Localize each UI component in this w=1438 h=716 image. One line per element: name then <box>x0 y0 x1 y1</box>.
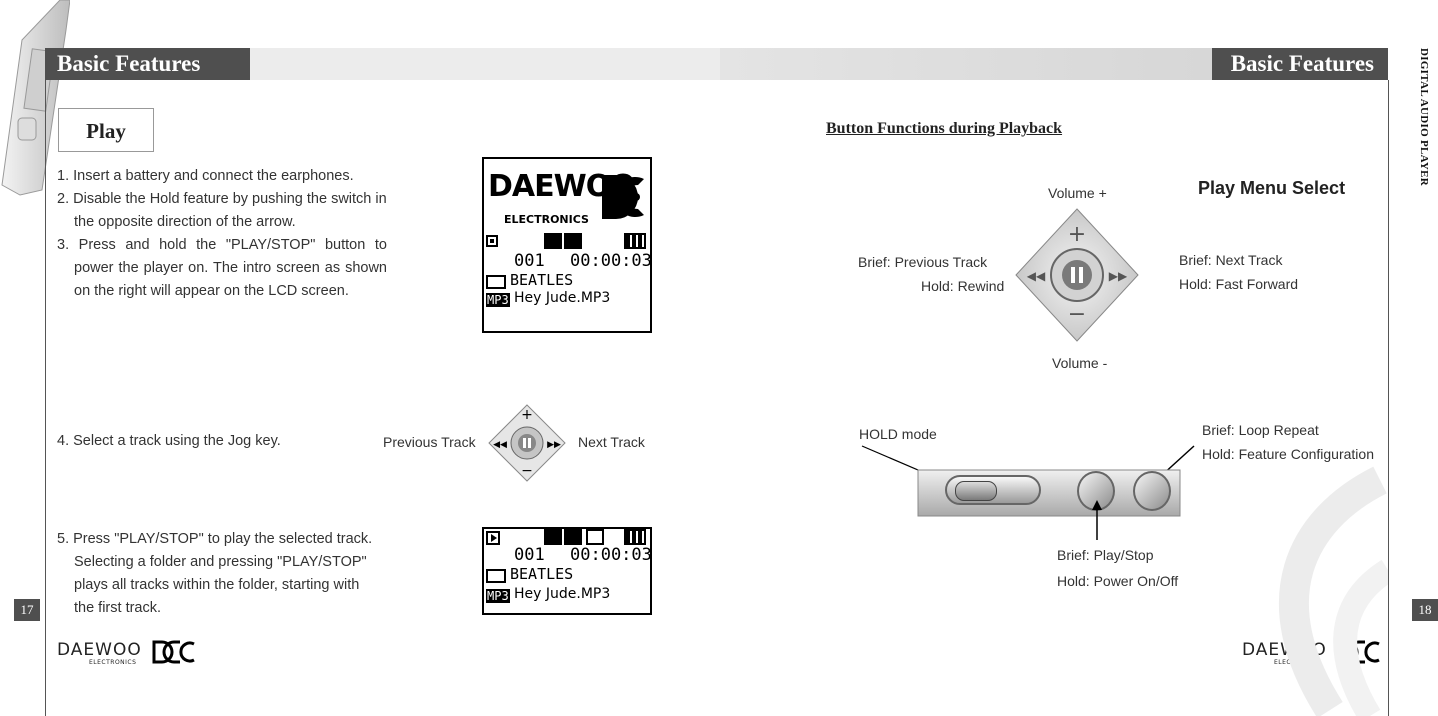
step-5: 5. Press "PLAY/STOP" to play the selecte… <box>57 528 377 620</box>
steps-list-a: 1. Insert a battery and connect the earp… <box>57 165 387 303</box>
side-label: DIGITAL AUDIO PLAYER <box>1418 48 1430 187</box>
footer-logo-sub: ELECTRONICS <box>89 659 137 666</box>
svg-text:−: − <box>521 463 533 479</box>
intro-lcd-screen: DAEWOO ELECTRONICS 001 00:00:03 BEATLES … <box>482 157 652 333</box>
loop-repeat-button[interactable] <box>1133 471 1171 511</box>
stop-indicator-icon <box>486 235 498 247</box>
hold-mode-label: HOLD mode <box>859 426 937 442</box>
svg-text:−: − <box>1068 302 1086 327</box>
dc-logo-icon <box>152 640 195 664</box>
step-1: 1. Insert a battery and connect the earp… <box>57 168 354 184</box>
repeat-icon <box>564 233 582 249</box>
lcd-file-name: Hey Jude.MP3 <box>514 586 611 602</box>
step-5-text: 5. Press "PLAY/STOP" to play the selecte… <box>57 531 373 616</box>
left-header-title: Basic Features <box>45 48 250 80</box>
step-3: 3. Press and hold the "PLAY/STOP" button… <box>57 237 387 299</box>
play-indicator-icon <box>486 531 500 545</box>
section-subtitle: Button Functions during Playback <box>826 120 1063 137</box>
jog-prev-label: Previous Track <box>383 434 476 450</box>
svg-text:▶▶: ▶▶ <box>547 440 561 450</box>
left-brief-label: Brief: Previous Track <box>858 254 988 270</box>
play-menu-select-label: Play Menu Select <box>1198 178 1346 198</box>
volume-down-label: Volume - <box>1052 355 1108 371</box>
right-brief-label: Brief: Next Track <box>1179 252 1283 268</box>
left-hold-label: Hold: Rewind <box>921 278 1005 294</box>
jog-key-icon[interactable]: + − ◀◀ ▶▶ <box>487 403 567 483</box>
lcd-mp3-badge: MP3 <box>486 589 510 603</box>
lcd-file-name: Hey Jude.MP3 <box>514 290 611 306</box>
eq-icon <box>544 529 562 545</box>
large-jog-key-icon[interactable]: + − ◀◀ ▶▶ <box>1012 205 1142 345</box>
lcd-track-number: 001 <box>514 545 545 565</box>
play-stop-pointer-arrow <box>1092 500 1102 540</box>
lcd-time: 00:00:03 <box>570 545 652 565</box>
eq-icon <box>544 233 562 249</box>
jog-next-label: Next Track <box>578 434 645 450</box>
step-4: 4. Select a track using the Jog key. <box>57 430 387 453</box>
left-margin-line <box>45 80 46 716</box>
lcd-time: 00:00:03 <box>570 251 652 271</box>
lcd-status-row <box>484 233 650 251</box>
lock-icon <box>586 529 604 545</box>
svg-text:◀◀: ◀◀ <box>493 440 507 450</box>
loop-hold-label: Hold: Feature Configuration <box>1202 446 1374 462</box>
svg-text:◀◀: ◀◀ <box>1027 269 1046 283</box>
play-hold-label: Hold: Power On/Off <box>1057 573 1179 589</box>
volume-up-label: Volume + <box>1048 185 1107 201</box>
right-hold-label: Hold: Fast Forward <box>1179 276 1299 292</box>
play-brief-label: Brief: Play/Stop <box>1057 547 1154 563</box>
lcd-folder-name: BEATLES <box>510 565 574 583</box>
lcd-logo-sub: ELECTRONICS <box>504 213 589 226</box>
footer-logo-text: DAEWOO <box>57 640 142 660</box>
folder-icon <box>486 275 506 289</box>
right-header-title: Basic Features <box>1212 48 1388 80</box>
hold-switch[interactable] <box>945 475 1041 505</box>
background-swirl-decoration <box>1279 466 1388 716</box>
section-title: Play <box>58 108 154 152</box>
repeat-icon <box>564 529 582 545</box>
battery-icon <box>624 233 646 249</box>
page-number-right: 18 <box>1412 599 1438 621</box>
loop-brief-label: Brief: Loop Repeat <box>1202 422 1319 438</box>
svg-text:▶▶: ▶▶ <box>1109 269 1128 283</box>
svg-text:+: + <box>521 407 533 423</box>
footer-logo-left: DAEWOO ELECTRONICS <box>57 640 217 670</box>
lcd-track-number: 001 <box>514 251 545 271</box>
playback-lcd-screen: 001 00:00:03 BEATLES MP3 Hey Jude.MP3 <box>482 527 652 615</box>
step-2: 2. Disable the Hold feature by pushing t… <box>57 191 387 230</box>
lcd-mp3-badge: MP3 <box>486 293 510 307</box>
svg-text:+: + <box>1068 222 1086 247</box>
right-margin-line <box>1388 80 1389 716</box>
page-number-left: 17 <box>14 599 40 621</box>
dc-logo-icon <box>602 175 644 219</box>
battery-icon <box>624 529 646 545</box>
folder-icon <box>486 569 506 583</box>
step-4-text: 4. Select a track using the Jog key. <box>57 433 281 449</box>
lcd-folder-name: BEATLES <box>510 271 574 289</box>
